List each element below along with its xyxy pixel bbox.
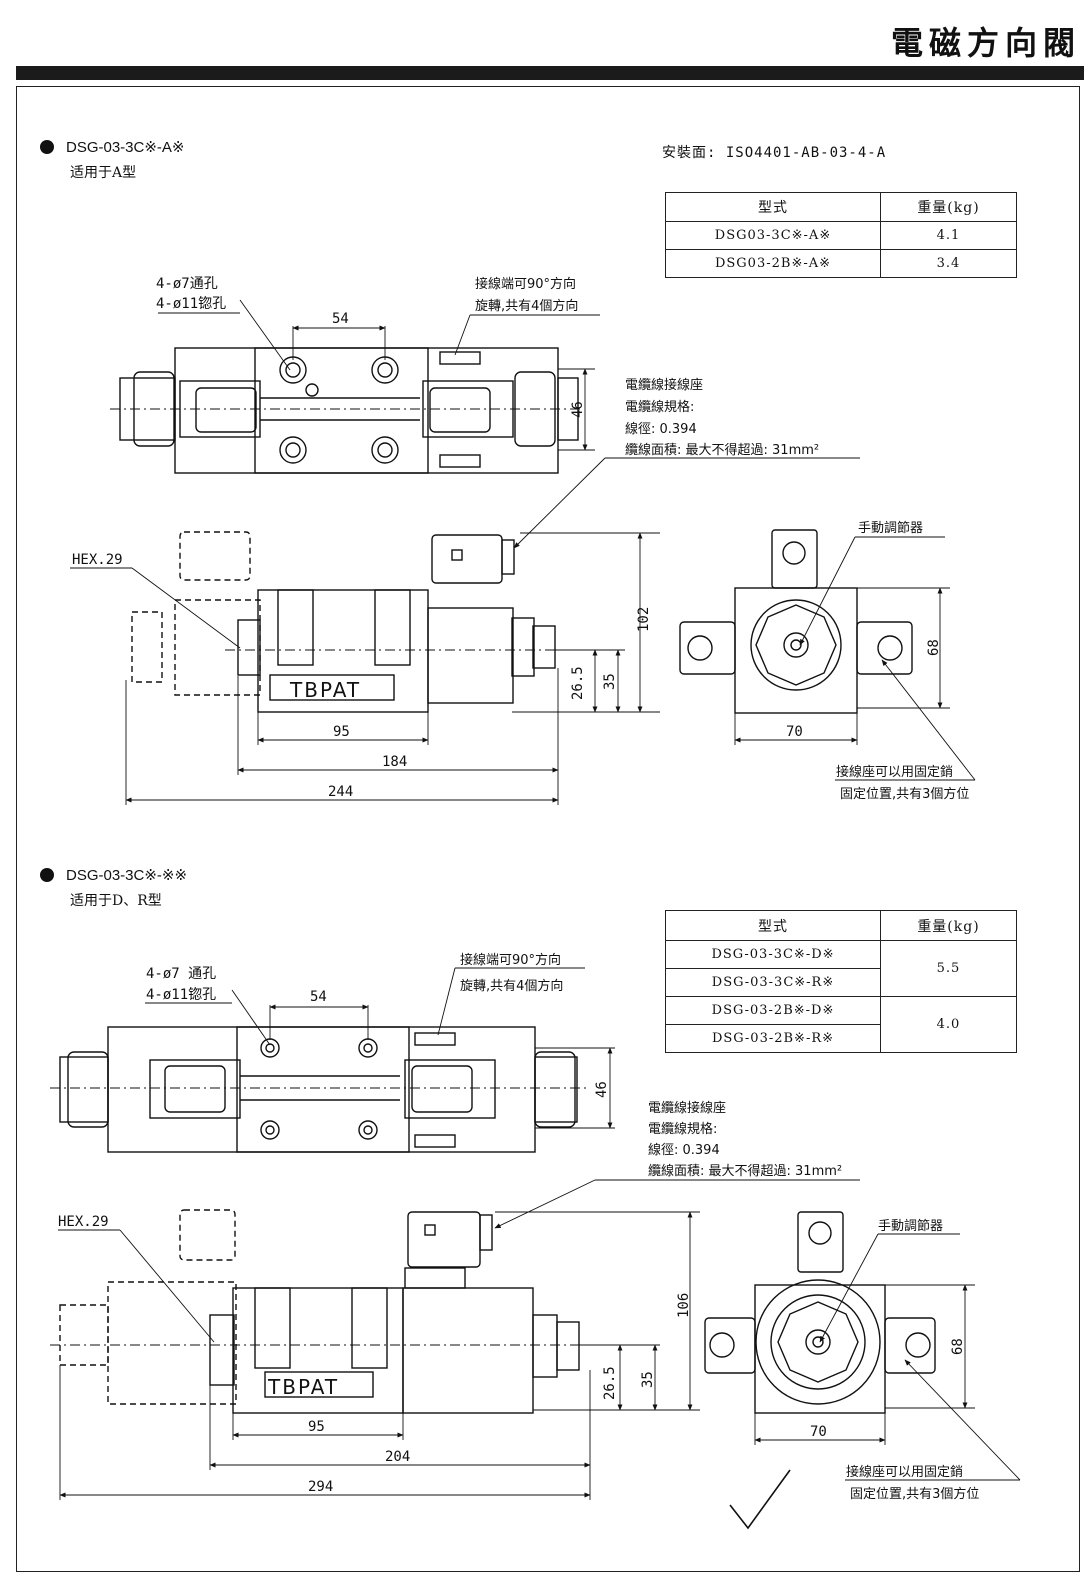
b-cable-area-label: 纜線面積: 最大不得超過: 31mm² xyxy=(648,1163,842,1179)
table-cell-weight: 4.0 xyxy=(880,996,1017,1053)
weight-table-b: 型式重量(kg) DSG-03-3C※-D※5.5 DSG-03-3C※-R※ … xyxy=(665,910,1017,1053)
a-top-view xyxy=(110,299,600,474)
section-a-subtitle: 适用于A型 xyxy=(70,165,137,181)
section-a-title: DSG-03-3C※-A※ xyxy=(40,138,185,156)
b-top-view xyxy=(50,967,615,1153)
col-model-header: 型式 xyxy=(665,910,881,941)
b-side-view xyxy=(704,1211,1021,1530)
b-dim-46: 46 xyxy=(594,1081,610,1098)
b-cable-dia-label: 線徑: 0.394 xyxy=(648,1142,720,1158)
table-cell-model: DSG-03-3C※-R※ xyxy=(665,968,881,997)
b-hex-label: HEX.29 xyxy=(58,1214,109,1230)
b-hole-counterbore-label: 4-ø11锪孔 xyxy=(146,987,216,1003)
b-dim-35: 35 xyxy=(640,1371,656,1388)
b-dim-26-5: 26.5 xyxy=(602,1366,618,1400)
a-cable-area-label: 纜線面積: 最大不得超過: 31mm² xyxy=(625,442,819,458)
a-dim-244: 244 xyxy=(328,784,353,800)
weight-table-a: 型式重量(kg) DSG03-3C※-A※4.1 DSG03-2B※-A※3.4 xyxy=(665,192,1017,278)
section-a-title-text: DSG-03-3C※-A※ xyxy=(66,139,185,156)
bullet-icon xyxy=(40,140,54,154)
b-terminal-rotate-label-2: 旋轉,共有4個方向 xyxy=(460,978,563,994)
a-front-view xyxy=(70,457,860,805)
a-dim-102: 102 xyxy=(636,607,652,632)
b-dim-106: 106 xyxy=(676,1293,692,1318)
table-cell-weight: 3.4 xyxy=(880,249,1017,278)
a-cable-socket-label: 電纜線接線座 xyxy=(625,377,703,393)
header-bar xyxy=(16,66,1084,80)
a-dim-184: 184 xyxy=(382,754,407,770)
a-dim-68: 68 xyxy=(926,639,942,656)
a-brand-label: TBPAT xyxy=(289,678,361,702)
a-dim-35: 35 xyxy=(602,673,618,690)
a-fix-pin-label-1: 接線座可以用固定銷 xyxy=(836,764,953,780)
a-dim-26-5: 26.5 xyxy=(570,666,586,700)
b-fix-pin-label-2: 固定位置,共有3個方位 xyxy=(850,1486,979,1502)
a-dim-70: 70 xyxy=(786,724,803,740)
table-cell-model: DSG03-3C※-A※ xyxy=(665,221,881,250)
section-b-title: DSG-03-3C※-※※ xyxy=(40,866,187,884)
section-b-title-text: DSG-03-3C※-※※ xyxy=(66,867,188,884)
a-hole-counterbore-label: 4-ø11锪孔 xyxy=(156,296,226,312)
b-dim-95: 95 xyxy=(308,1419,325,1435)
a-hole-through-label: 4-ø7通孔 xyxy=(156,276,218,292)
a-cable-dia-label: 線徑: 0.394 xyxy=(625,421,697,437)
section-b-subtitle: 适用于D、R型 xyxy=(70,893,162,909)
b-front-view xyxy=(50,1179,860,1500)
a-side-view xyxy=(679,529,976,781)
b-dim-70: 70 xyxy=(810,1424,827,1440)
col-weight-header: 重量(kg) xyxy=(880,192,1017,222)
table-cell-model: DSG03-2B※-A※ xyxy=(665,249,881,278)
b-manual-label: 手動調節器 xyxy=(878,1219,943,1234)
table-cell-model: DSG-03-2B※-R※ xyxy=(665,1024,881,1053)
a-terminal-rotate-label-1: 接線端可90°方向 xyxy=(475,276,576,292)
mounting-surface: 安裝面: ISO4401-AB-03-4-A xyxy=(662,145,887,161)
b-hole-through-label: 4-ø7 通孔 xyxy=(146,966,216,982)
table-cell-model: DSG-03-2B※-D※ xyxy=(665,996,881,1025)
bullet-icon xyxy=(40,868,54,882)
table-cell-model: DSG-03-3C※-D※ xyxy=(665,940,881,969)
b-dim-294: 294 xyxy=(308,1479,333,1495)
a-dim-54: 54 xyxy=(332,311,349,327)
page-title: 電磁方向閥 xyxy=(890,24,1081,62)
b-cable-socket-label: 電纜線接線座 xyxy=(648,1100,726,1116)
a-fix-pin-label-2: 固定位置,共有3個方位 xyxy=(840,786,969,802)
b-terminal-rotate-label-1: 接線端可90°方向 xyxy=(460,952,561,968)
b-brand-label: TBPAT xyxy=(267,1375,339,1399)
a-dim-46: 46 xyxy=(570,401,586,418)
a-manual-label: 手動調節器 xyxy=(858,521,923,536)
drawing-frame xyxy=(16,86,1080,1572)
a-dim-95: 95 xyxy=(333,724,350,740)
a-terminal-rotate-label-2: 旋轉,共有4個方向 xyxy=(475,298,578,314)
b-dim-54: 54 xyxy=(310,989,327,1005)
a-hex-label: HEX.29 xyxy=(72,552,123,568)
table-cell-weight: 4.1 xyxy=(880,221,1017,250)
b-cable-spec-label: 電纜線規格: xyxy=(648,1121,717,1137)
b-fix-pin-label-1: 接線座可以用固定銷 xyxy=(846,1464,963,1480)
b-dim-204: 204 xyxy=(385,1449,410,1465)
b-dim-68: 68 xyxy=(950,1338,966,1355)
a-cable-spec-label: 電纜線規格: xyxy=(625,399,694,415)
